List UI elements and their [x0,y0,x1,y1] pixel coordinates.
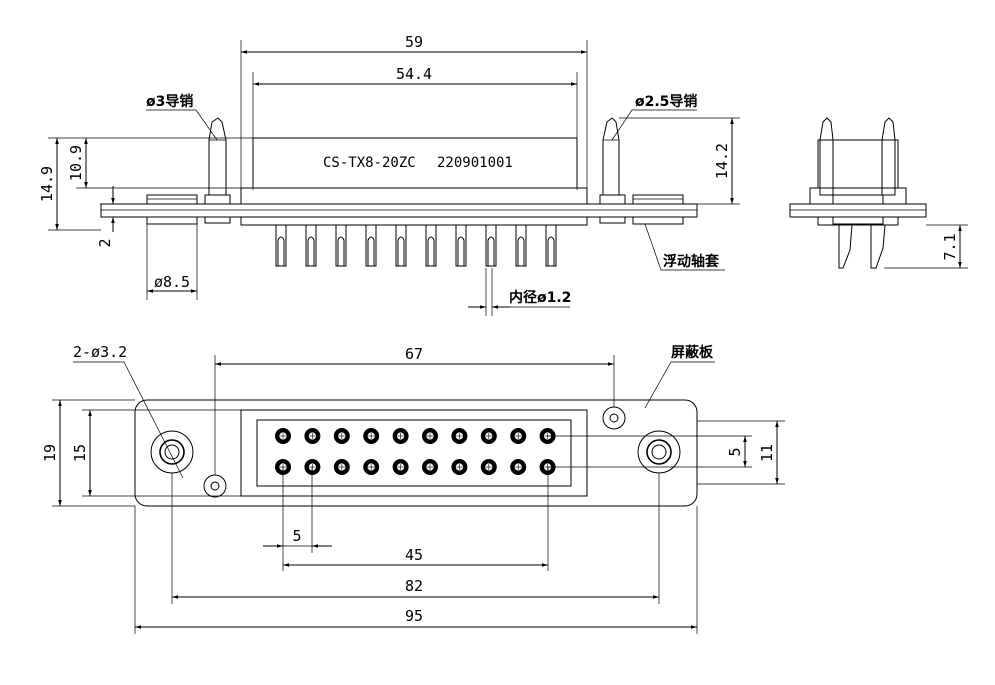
contact-hole [333,428,350,444]
dim-front-19: 19 [41,444,59,462]
dim-14-2: 14.2 [713,143,731,179]
dim-pitch-5: 5 [292,527,301,545]
contact-hole [480,459,497,475]
serial-number: 220901001 [437,155,513,171]
contact-pin [485,225,497,267]
contact-pin [455,225,467,267]
contact-hole [304,459,321,475]
label-guide-pin-3: ø3导销 [146,93,193,110]
dim-row-gap-5: 5 [726,447,744,456]
dim-span-82: 82 [405,577,423,595]
contact-holes [275,428,556,475]
contact-hole [451,428,468,444]
contact-hole [510,428,527,444]
dim-height-11: 11 [758,444,776,462]
contact-pin [545,225,557,267]
contact-hole [392,428,409,444]
contact-hole [422,459,438,475]
contact-hole [304,428,321,444]
dim-front-15: 15 [71,444,89,462]
contact-hole [392,459,409,475]
dim-2: 2 [96,238,114,247]
contact-hole [451,459,468,475]
contact-hole [510,459,527,475]
label-shield-plate: 屏蔽板 [671,344,714,361]
label-floating-bushing: 浮动轴套 [663,253,719,270]
label-guide-pin-2-5: ø2.5导销 [635,93,697,110]
dim-14-9: 14.9 [38,166,56,202]
contact-hole [363,459,380,475]
contact-hole [480,428,497,444]
part-number: CS-TX8-20ZC [323,155,416,171]
contact-pin [365,225,377,267]
contact-pin [425,225,437,267]
dim-span-45: 45 [405,546,423,564]
dim-7-1: 7.1 [941,233,959,260]
front-view: 67 2-ø3.2 屏蔽板 19 15 5 11 [41,343,785,634]
side-view: 7.1 [789,117,968,269]
top-view: 59 54.4 CS-TX8-20ZC 220901001 [38,33,740,316]
dim-67: 67 [405,345,423,363]
contact-hole [539,459,556,475]
contact-pin [395,225,407,267]
dim-bushing-dia: ø8.5 [154,273,190,291]
label-mounting-holes: 2-ø3.2 [73,343,127,361]
contact-hole [422,428,438,444]
contact-hole [333,459,350,475]
contact-pins [275,225,557,267]
contact-pin [275,225,287,267]
contact-hole [275,428,291,444]
contact-pin [515,225,527,267]
contact-pin [335,225,347,267]
dim-width-95: 95 [405,607,423,625]
label-inner-diameter: 内径ø1.2 [509,289,571,306]
contact-hole [363,428,380,444]
dim-10-9: 10.9 [67,145,85,181]
contact-pin [305,225,317,267]
dim-59: 59 [405,33,423,51]
dim-54-4: 54.4 [396,65,432,83]
